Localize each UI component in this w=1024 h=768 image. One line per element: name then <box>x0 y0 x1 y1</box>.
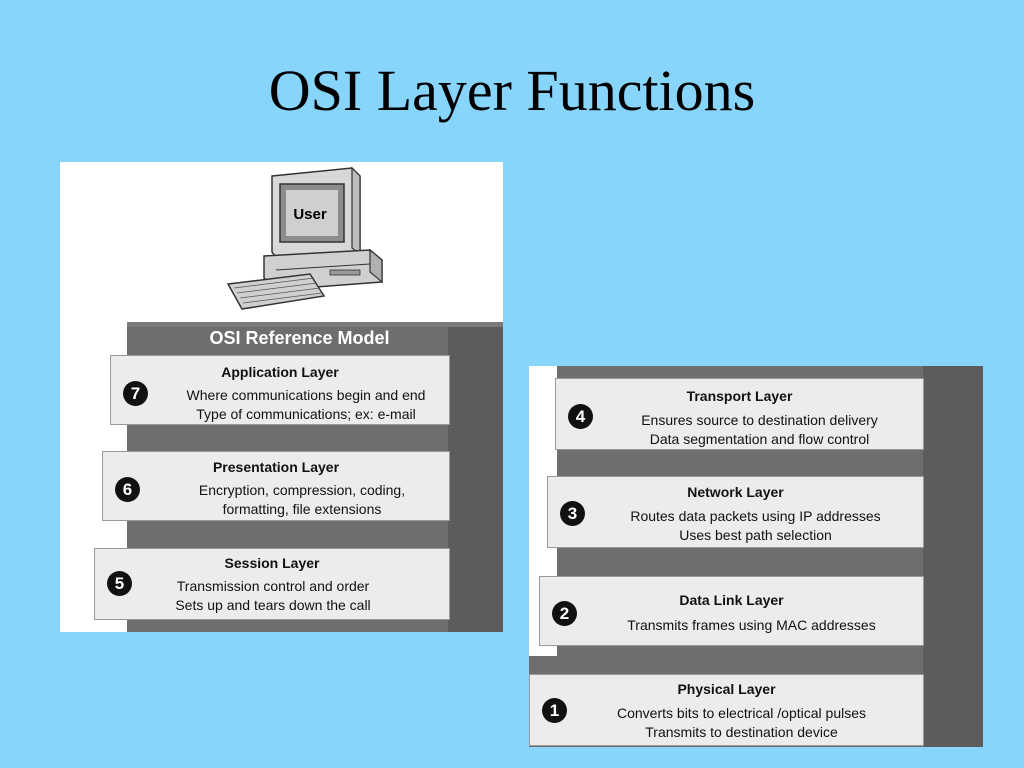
layer-number-badge: 6 <box>115 477 140 502</box>
layer-name: Presentation Layer <box>212 459 340 475</box>
slide-title: OSI Layer Functions <box>268 58 756 123</box>
layer-desc-line: Sets up and tears down the call <box>175 597 371 613</box>
layer-number-badge: 1 <box>542 698 567 723</box>
layer-desc-line: Where communications begin and end <box>186 387 426 403</box>
layer-3-network: Network Layer 3 Routes data packets usin… <box>547 476 924 548</box>
layer-7-application: Application Layer 7 Where communications… <box>110 355 450 425</box>
layer-name: Session Layer <box>224 555 320 571</box>
layer-4-transport: Transport Layer 4 Ensures source to dest… <box>555 378 924 450</box>
layer-desc-line: Transmission control and order <box>176 578 370 594</box>
layer-desc-line: formatting, file extensions <box>222 501 382 517</box>
layer-name: Data Link Layer <box>679 592 784 608</box>
layer-desc-line: Transmits frames using MAC addresses <box>627 617 876 633</box>
staircase-lower <box>529 366 983 747</box>
layer-5-session: Session Layer 5 Transmission control and… <box>94 548 450 620</box>
layer-desc-line: Transmits to destination device <box>645 724 838 740</box>
user-label: User <box>293 206 327 223</box>
layer-number-badge: 7 <box>123 381 148 406</box>
layer-desc-line: Routes data packets using IP addresses <box>630 508 881 524</box>
layer-desc-line: Ensures source to destination delivery <box>641 412 878 428</box>
layer-number-badge: 3 <box>560 501 585 526</box>
layer-desc-line: Uses best path selection <box>679 527 832 543</box>
layer-name: Network Layer <box>687 484 784 500</box>
layer-number-badge: 4 <box>568 404 593 429</box>
layer-desc-line: Converts bits to electrical /optical pul… <box>617 705 866 721</box>
osi-diagram-upper: User OSI Reference Model Application Lay… <box>60 162 503 632</box>
layer-name: Transport Layer <box>686 388 793 404</box>
layer-1-physical: Physical Layer 1 Converts bits to electr… <box>529 674 924 746</box>
layer-number-badge: 2 <box>552 601 577 626</box>
osi-model-header: OSI Reference Model <box>209 328 390 348</box>
layer-6-presentation: Presentation Layer 6 Encryption, compres… <box>102 451 450 521</box>
osi-diagram-lower: Transport Layer 4 Ensures source to dest… <box>529 366 983 747</box>
layer-name: Application Layer <box>221 364 339 380</box>
user-computer-icon <box>226 166 383 310</box>
layer-name: Physical Layer <box>677 681 776 697</box>
layer-number-badge: 5 <box>107 571 132 596</box>
layer-2-data-link: Data Link Layer 2 Transmits frames using… <box>539 576 924 646</box>
layer-desc-line: Type of communications; ex: e-mail <box>196 406 416 422</box>
layer-desc-line: Data segmentation and flow control <box>649 431 870 447</box>
layer-desc-line: Encryption, compression, coding, <box>198 482 406 498</box>
